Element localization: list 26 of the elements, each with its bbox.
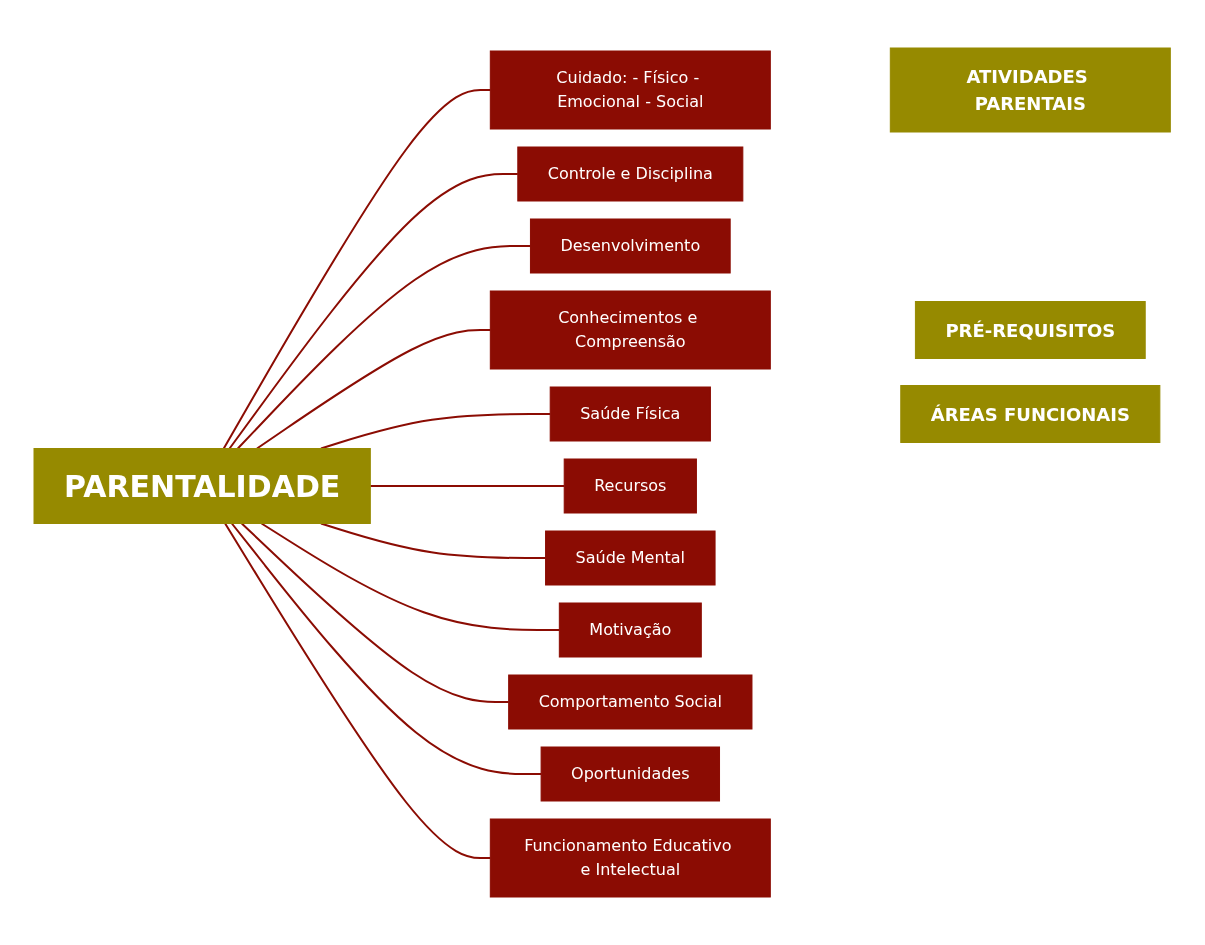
connector — [231, 522, 543, 775]
node-box: PRÉ-REQUISITOS — [915, 301, 1147, 359]
connector — [369, 485, 566, 487]
connector — [241, 522, 510, 703]
node-box: ATIVIDADES PARENTAIS — [890, 47, 1172, 133]
connector — [224, 522, 492, 859]
connector — [237, 245, 532, 450]
node-box: ÁREAS FUNCIONAIS — [900, 385, 1161, 443]
node-box: PARENTALIDADE — [33, 448, 372, 524]
connector — [228, 173, 520, 450]
connector — [320, 413, 552, 450]
node-box: Controle e Disciplina — [517, 146, 744, 202]
node-box: Motivação — [559, 602, 703, 658]
connector — [223, 89, 492, 450]
node-box: Funcionamento Educativo e Intelectual — [490, 818, 772, 898]
node-box: Conhecimentos e Compreensão — [490, 290, 772, 370]
node-box: Recursos — [564, 458, 698, 514]
node-box: Desenvolvimento — [530, 218, 731, 274]
node-box: Saúde Física — [550, 386, 712, 442]
node-box: Oportunidades — [540, 746, 721, 802]
node-box: Saúde Mental — [545, 530, 716, 586]
connector — [260, 522, 561, 631]
node-box: Comportamento Social — [508, 674, 753, 730]
node-box: Cuidado: - Físico - Emocional - Social — [490, 50, 772, 130]
connector — [320, 522, 547, 559]
connector — [256, 329, 492, 450]
